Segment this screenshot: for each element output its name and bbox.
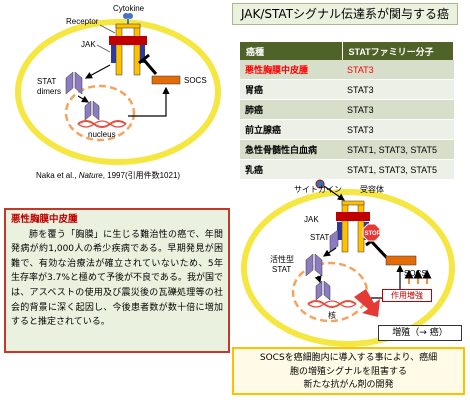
active-stat-label-line1: 活性型 bbox=[270, 254, 294, 264]
active-stat-label-line2: STAT bbox=[272, 265, 291, 274]
nuclear-stat-right bbox=[92, 100, 100, 121]
jak-left bbox=[337, 222, 342, 240]
stat-shape bbox=[329, 229, 339, 253]
cancer-stat-table: 癌種 STATファミリー分子 悪性胸膜中皮腫 STAT3 胃癌 STAT3 肺癌… bbox=[240, 42, 454, 180]
table-cell-cancer: 胃癌 bbox=[240, 79, 342, 100]
table-cell-cancer: 急性骨髄性白血病 bbox=[240, 139, 342, 160]
table-cell-stat: STAT3 bbox=[342, 60, 454, 80]
arrow-cytokine-to-receptor bbox=[323, 185, 345, 201]
arrow-jak-to-stat bbox=[84, 64, 111, 79]
table-header-row: 癌種 STATファミリー分子 bbox=[240, 42, 454, 60]
citation-prefix: Naka et al., bbox=[36, 171, 79, 180]
nucleus-label: 核 bbox=[328, 310, 336, 320]
socs-inhibition-line bbox=[142, 59, 158, 75]
receptor-label: Receptor bbox=[66, 17, 99, 26]
socs-block bbox=[151, 75, 181, 85]
receptor-label: 受容体 bbox=[360, 184, 384, 194]
stat-dimer-shape-right bbox=[74, 71, 83, 95]
jak-leader-line bbox=[96, 44, 111, 53]
receptor-right-chain bbox=[133, 24, 141, 76]
table-row: 急性骨髄性白血病 STAT1, STAT3, STAT5 bbox=[240, 139, 454, 160]
dna-strand bbox=[77, 120, 127, 128]
socs-label: SOCS bbox=[404, 269, 427, 278]
conclusion-line-3: 新たな抗がん剤の開発 bbox=[303, 380, 394, 390]
conclusion-line-1: SOCSを癌細胞内に導入する事により、癌細 bbox=[259, 353, 438, 363]
receptor-leader-line bbox=[99, 24, 116, 34]
socs-label: SOCS bbox=[184, 76, 207, 85]
conclusion-box: SOCSを癌細胞内に導入する事により、癌細 胞の増殖シグナルを阻害する 新たな抗… bbox=[232, 347, 465, 395]
proliferation-arrow-icon bbox=[354, 289, 380, 317]
cytokine-label: Cytokine bbox=[113, 4, 145, 13]
socs-block bbox=[385, 255, 417, 266]
socs-inhibition-bar bbox=[138, 53, 150, 65]
table-row: 胃癌 STAT3 bbox=[240, 79, 454, 100]
active-stat-shape-left bbox=[305, 253, 314, 277]
right-signaling-diagram: STOP SOCS サイトカイン 受容体 JAK STAT 活性型 STAT 核 bbox=[241, 179, 455, 347]
nucleus-label: nucleus bbox=[88, 130, 116, 139]
stop-sign-icon bbox=[362, 223, 381, 242]
arrow-stat-to-nucleus bbox=[77, 95, 90, 103]
active-stat-shape-right bbox=[314, 253, 323, 277]
table-cell-stat: STAT3 bbox=[342, 119, 454, 140]
mesothelioma-title: 悪性胸膜中皮腫 bbox=[11, 214, 78, 225]
receptor-left-chain bbox=[341, 201, 349, 253]
table-header-stat: STATファミリー分子 bbox=[342, 42, 454, 60]
table-cell-cancer: 肺癌 bbox=[240, 99, 342, 120]
stat-label: STAT bbox=[310, 233, 329, 242]
receptor-top-bar bbox=[115, 23, 141, 29]
socs-inhibition-line bbox=[370, 240, 389, 260]
stat-dimers-label-line1: STAT bbox=[37, 77, 56, 86]
table-row: 乳癌 STAT1, STAT3, STAT5 bbox=[240, 159, 454, 180]
table-row: 悪性胸膜中皮腫 STAT3 bbox=[240, 60, 454, 80]
conclusion-line-2: 胞の増殖シグナルを阻害する bbox=[289, 366, 407, 377]
arrow-stat-to-active bbox=[323, 247, 337, 257]
jak-label: JAK bbox=[304, 215, 319, 224]
mesothelioma-description-box: 悪性胸膜中皮腫 肺を覆う「胸膜」に生じる難治性の癌で、年間発病が約1,000人の… bbox=[4, 208, 230, 353]
jak-right bbox=[140, 45, 145, 63]
table-header-cancer: 癌種 bbox=[240, 42, 343, 60]
receptor-top-bar bbox=[341, 200, 365, 206]
citation-suffix: , 1997(引用件数1021) bbox=[102, 171, 181, 180]
membrane-band bbox=[109, 36, 147, 45]
receptor-right-chain bbox=[357, 201, 365, 253]
stat-dimers-label-line2: dimers bbox=[37, 87, 61, 96]
jak-label: JAK bbox=[81, 40, 96, 49]
table-cell-stat: STAT3 bbox=[342, 99, 454, 120]
table-cell-cancer: 乳癌 bbox=[240, 159, 342, 180]
table-row: 前立腺癌 STAT3 bbox=[240, 119, 454, 140]
dna-strand bbox=[307, 300, 357, 308]
receptor-left-chain bbox=[115, 24, 123, 76]
dna-strand bbox=[307, 300, 357, 308]
citation-journal: Nature bbox=[78, 171, 103, 180]
amplify-label-box: 作用増強 bbox=[382, 289, 432, 302]
nuclear-stat-right bbox=[323, 280, 331, 301]
table-cell-cancer: 前立腺癌 bbox=[240, 119, 342, 140]
left-signaling-diagram: Cytokine Receptor JAK STAT dimers SOCS n… bbox=[15, 4, 221, 165]
dna-strand bbox=[77, 120, 127, 128]
nuclear-stat-left bbox=[84, 100, 92, 121]
cytokine-label: サイトカイン bbox=[294, 185, 342, 194]
arrow-active-to-nucleus bbox=[314, 275, 322, 284]
jak-left bbox=[111, 45, 116, 63]
stop-label: STOP bbox=[365, 231, 381, 237]
cytokine-circle-icon bbox=[127, 13, 133, 19]
mesothelioma-body: 肺を覆う「胸膜」に生じる難治性の癌で、年間発病が約1,000人の希少疾病である。… bbox=[11, 229, 223, 328]
cytokine-circle-icon bbox=[315, 179, 325, 189]
arrow-nucleus-to-socs bbox=[128, 86, 170, 117]
stat-dimer-shape-left bbox=[65, 71, 74, 95]
proliferation-label-box: 増殖（→ 癌） bbox=[378, 325, 462, 341]
table-cell-cancer: 悪性胸膜中皮腫 bbox=[240, 60, 342, 80]
table-cell-stat: STAT1, STAT3, STAT5 bbox=[342, 159, 454, 180]
table-cell-stat: STAT3 bbox=[342, 79, 454, 100]
table-cell-stat: STAT1, STAT3, STAT5 bbox=[342, 139, 454, 160]
pathway-title: JAK/STATシグナル伝達系が関与する癌 bbox=[232, 3, 458, 25]
membrane-band bbox=[336, 212, 370, 221]
table-row: 肺癌 STAT3 bbox=[240, 99, 454, 120]
citation: Naka et al., Nature, 1997(引用件数1021) bbox=[36, 170, 180, 181]
